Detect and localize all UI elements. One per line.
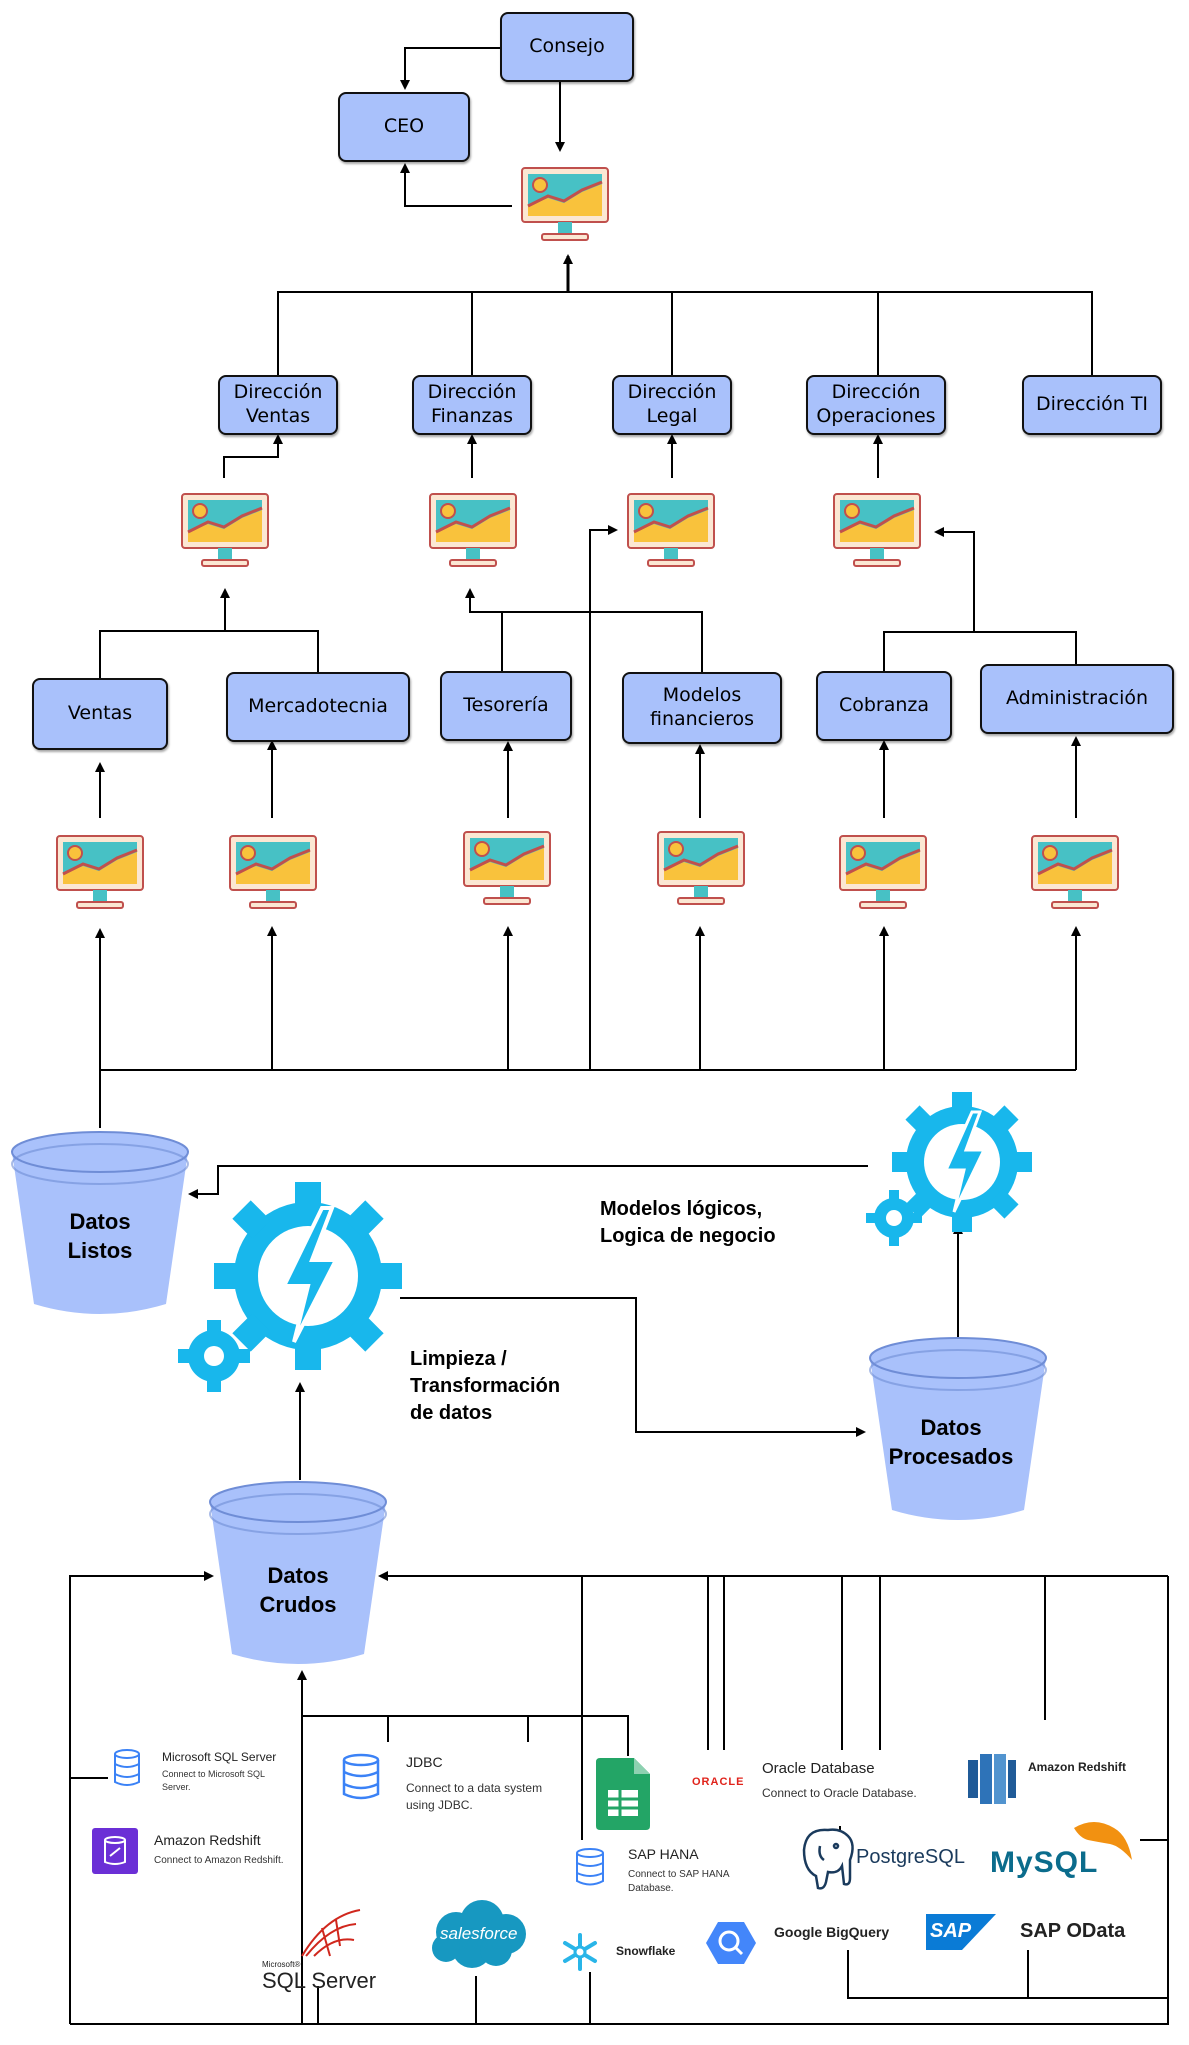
dashboard-monitor-icon — [833, 493, 921, 567]
postgresql-elephant-icon — [802, 1828, 854, 1890]
datos-crudos-bucket[interactable] — [206, 1478, 390, 1668]
source-redshift[interactable]: Amazon Redshift Connect to Amazon Redshi… — [154, 1832, 334, 1868]
sql-server-small-text: Microsoft® — [262, 1960, 301, 1969]
sap-odata-label: SAP OData — [1020, 1920, 1126, 1942]
google-sheets-icon — [596, 1758, 650, 1830]
datos-listos-label: Datos Listos — [67, 1209, 133, 1263]
datos-crudos-label: Datos Crudos — [259, 1563, 337, 1617]
department-cobranza-box[interactable]: Cobranza — [816, 671, 952, 741]
source-redshift-subtitle: Connect to Amazon Redshift. — [154, 1855, 284, 1866]
sql-server-icon — [301, 1909, 361, 1957]
source-jdbc-subtitle: Connect to a data system using JDBC. — [406, 1781, 543, 1812]
database-icon — [114, 1749, 140, 1786]
salesforce-cloud-icon — [432, 1900, 526, 1968]
bigquery-label: Google BigQuery — [774, 1924, 890, 1940]
source-jdbc[interactable]: JDBC Connect to a data system using JDBC… — [406, 1754, 576, 1814]
source-oracle-subtitle: Connect to Oracle Database. — [762, 1786, 917, 1800]
board-box[interactable]: Consejo — [500, 12, 634, 82]
datos-listos-bucket[interactable] — [8, 1128, 192, 1318]
source-sap-hana[interactable]: SAP HANA Connect to SAP HANA Database. — [628, 1846, 768, 1896]
cleaning-label: Limpieza / Transformación de datos — [410, 1348, 561, 1424]
amazon-redshift-icon — [968, 1754, 1016, 1804]
database-icon — [576, 1848, 604, 1886]
direction-finanzas-box[interactable]: Dirección Finanzas — [412, 375, 532, 435]
source-sap-hana-title: SAP HANA — [628, 1846, 699, 1862]
source-mssql-subtitle: Connect to Microsoft SQL Server. — [162, 1769, 266, 1792]
department-administracion-box[interactable]: Administración — [980, 664, 1174, 734]
source-redshift-title: Amazon Redshift — [154, 1832, 261, 1848]
dashboard-monitor-icon — [627, 493, 715, 567]
business-logic-label: Modelos lógicos, Logica de negocio — [600, 1198, 776, 1247]
sap-logo-icon — [926, 1914, 996, 1950]
ceo-box[interactable]: CEO — [338, 92, 470, 162]
datos-procesados-label: Datos Procesados — [888, 1415, 1014, 1469]
dashboard-monitor-icon — [657, 831, 745, 905]
dashboard-monitor-icon — [839, 835, 927, 909]
direction-legal-box[interactable]: Dirección Legal — [612, 375, 732, 435]
sql-server-logo-text: SQL Server — [262, 1968, 377, 1993]
direction-ti-box[interactable]: Dirección TI — [1022, 375, 1162, 435]
snowflake-label: Snowflake — [616, 1944, 676, 1958]
dashboard-monitor-icon — [463, 831, 551, 905]
dashboard-monitor-icon — [429, 493, 517, 567]
amazon-redshift-connector-icon — [92, 1828, 138, 1874]
source-jdbc-title: JDBC — [406, 1754, 443, 1770]
department-tesoreria-box[interactable]: Tesorería — [440, 671, 572, 741]
oracle-logo: ORACLE — [692, 1776, 745, 1788]
dashboard-monitor-icon — [56, 835, 144, 909]
sap-logo-text: SAP — [930, 1920, 972, 1942]
source-mssql[interactable]: Microsoft SQL Server Connect to Microsof… — [162, 1750, 322, 1793]
salesforce-label: salesforce — [440, 1924, 518, 1943]
dashboard-monitor-icon — [229, 835, 317, 909]
dashboard-monitor-icon — [181, 493, 269, 567]
source-oracle-title: Oracle Database — [762, 1760, 875, 1777]
mysql-logo-text: MySQL — [990, 1846, 1099, 1879]
direction-operaciones-box[interactable]: Dirección Operaciones — [806, 375, 946, 435]
bigquery-icon — [706, 1922, 756, 1964]
snowflake-icon — [563, 1933, 597, 1971]
direction-ventas-box[interactable]: Dirección Ventas — [218, 375, 338, 435]
datos-procesados-bucket[interactable] — [866, 1334, 1050, 1524]
source-sap-hana-subtitle: Connect to SAP HANA Database. — [628, 1869, 730, 1894]
dashboard-monitor-icon — [521, 167, 609, 241]
department-modelos-box[interactable]: Modelos financieros — [622, 672, 782, 744]
department-mercadotecnia-box[interactable]: Mercadotecnia — [226, 672, 410, 742]
department-ventas-box[interactable]: Ventas — [32, 678, 168, 750]
processing-gear-icon[interactable] — [860, 1090, 1040, 1250]
mysql-dolphin-icon — [1074, 1822, 1132, 1860]
amazon-redshift-label: Amazon Redshift — [1028, 1760, 1127, 1774]
source-oracle[interactable]: Oracle Database Connect to Oracle Databa… — [762, 1760, 962, 1802]
dashboard-monitor-icon — [1031, 835, 1119, 909]
cleaning-gear-icon[interactable] — [170, 1180, 410, 1400]
database-icon — [342, 1753, 380, 1800]
postgresql-label: PostgreSQL — [856, 1846, 965, 1868]
source-mssql-title: Microsoft SQL Server — [162, 1750, 277, 1764]
